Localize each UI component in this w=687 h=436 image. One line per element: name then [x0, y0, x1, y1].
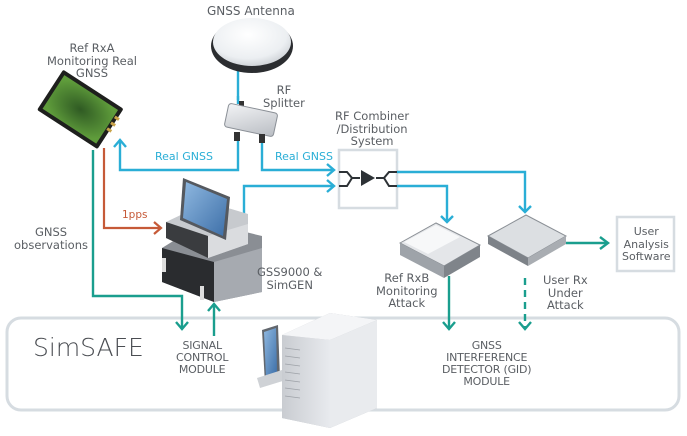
receiver-unit-icon: [486, 214, 568, 266]
user-rx-label: User Rx Under Attack: [543, 274, 588, 312]
signal-control-label-line: MODULE: [178, 363, 226, 376]
rf-combiner-label: RF Combiner /Distribution System: [335, 110, 409, 148]
gnss-observations-label-line: GNSS: [34, 225, 68, 239]
ref-rxa-label-line: Monitoring Real: [47, 53, 137, 68]
combiner-symbol-icon: [339, 171, 397, 187]
gid-module-label-line: GNSS: [471, 339, 502, 352]
arrow-icon: [326, 179, 336, 193]
data-arrowheads: [175, 236, 610, 331]
arrow-icon: [599, 236, 610, 250]
gid-module-label-line: DETECTOR (GID): [442, 363, 532, 376]
gss9000-label-line: GSS9000 &: [257, 265, 323, 279]
signal-control-label-line: CONTROL: [176, 351, 229, 364]
signal-control-label-line: SIGNAL: [182, 339, 222, 352]
user-analysis-label-line: Analysis: [623, 237, 669, 251]
ref-rxa-label-line: GNSS: [75, 66, 109, 80]
data-line-observations: [91, 150, 184, 328]
user-rx-label-line: User Rx: [543, 273, 588, 287]
real-gnss-left-label: Real GNSS: [155, 150, 213, 163]
gid-module-label-line: INTERFERENCE: [446, 351, 528, 364]
ref-rxa-label: Ref RxA Monitoring Real GNSS: [47, 42, 137, 80]
rf-combiner-box: [337, 148, 399, 210]
server-tower-icon: [257, 313, 377, 428]
rf-arrowheads: [113, 138, 532, 224]
rf-combiner-label-line: /Distribution: [336, 121, 408, 136]
ref-rxb-label-line: Monitoring: [376, 283, 438, 298]
receiver-unit-icon: [398, 222, 482, 278]
simulator-workstation-icon: [162, 178, 262, 302]
ref-rxb-label-line: Ref RxB: [384, 271, 430, 285]
arrow-icon: [207, 302, 221, 312]
gss9000-label: GSS9000 & SimGEN: [257, 266, 322, 291]
user-rx-label-line: Attack: [546, 298, 584, 312]
combiner-triangle-icon: [361, 170, 375, 186]
arrow-icon: [326, 163, 336, 177]
rf-line-splitter-combiner: [260, 140, 333, 172]
real-gnss-right-label: Real GNSS: [275, 150, 333, 163]
arrow-icon: [442, 321, 456, 331]
rf-lines: [118, 58, 527, 222]
rf-splitter-label-line: Splitter: [263, 95, 305, 110]
simsafe-title: SimSAFE: [33, 333, 144, 362]
rf-line-combiner-refrxb: [397, 184, 449, 222]
rf-line-simgen-combiner: [242, 184, 333, 222]
rf-combiner-label-line: RF Combiner: [335, 109, 410, 123]
antenna-dome-icon: [211, 18, 293, 73]
signal-control-label: SIGNAL CONTROL MODULE: [176, 339, 229, 376]
rf-splitter-label: RF Splitter: [263, 84, 305, 109]
gnss-observations-label: GNSS observations: [14, 226, 88, 251]
gss9000-label-line: SimGEN: [266, 277, 313, 292]
user-rx-label-line: Under: [547, 285, 583, 300]
ref-rxb-label-line: Attack: [388, 296, 426, 310]
rf-splitter-label-line: RF: [276, 83, 292, 97]
pps-line: [102, 148, 160, 230]
gid-module-label-line: MODULE: [463, 375, 510, 388]
rf-line-combiner-userrx: [397, 170, 527, 212]
gid-module-label: GNSS INTERFERENCE DETECTOR (GID) MODULE: [442, 339, 532, 388]
user-analysis-box: [615, 215, 676, 273]
data-lines: [91, 150, 606, 336]
pps-label: 1pps: [122, 209, 148, 221]
arrow-icon: [175, 321, 189, 331]
user-analysis-label-line: Software: [622, 250, 671, 263]
ref-rxb-label: Ref RxB Monitoring Attack: [376, 272, 438, 310]
arrow-icon: [518, 321, 532, 331]
pps-arrow-icon: [153, 221, 163, 235]
rf-splitter-icon: [224, 101, 278, 143]
ref-rxa-label-line: Ref RxA: [69, 41, 115, 55]
arrow-icon: [113, 138, 127, 148]
rf-combiner-label-line: System: [350, 134, 394, 148]
receiver-board-icon: [37, 70, 123, 149]
rf-line-splitter-rxa: [118, 140, 240, 172]
gnss-observations-label-line: observations: [14, 237, 89, 252]
user-analysis-label: User Analysis Software: [622, 225, 671, 264]
arrow-icon: [440, 215, 454, 224]
gnss-antenna-label: GNSS Antenna: [207, 4, 295, 18]
user-analysis-label-line: User: [633, 225, 659, 238]
arrow-icon: [518, 205, 532, 214]
